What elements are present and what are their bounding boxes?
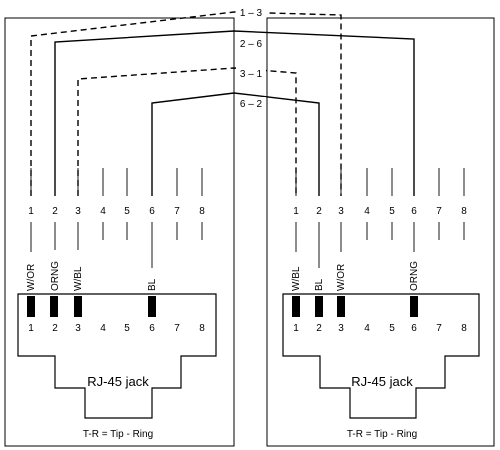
left-contact-6 [148, 296, 156, 317]
right-jack-pin: 5 [389, 323, 395, 334]
right-contact-3 [337, 296, 345, 317]
pair-label-6-2: 6 – 2 [240, 99, 263, 110]
right-connector: 1 2 3 4 5 6 7 8 W/BL BL W/OR ORNG 1 2 3 … [282, 168, 480, 440]
left-wire-label-w-or: W/OR [26, 264, 37, 291]
right-wire-label-w-bl: W/BL [291, 266, 302, 291]
right-pin-number: 7 [436, 206, 442, 217]
right-jack-pin: 8 [461, 323, 467, 334]
left-pin-number: 3 [75, 206, 81, 217]
right-wire-label-orng: ORNG [409, 261, 420, 291]
left-pin-number: 1 [28, 206, 34, 217]
pair-label-bg [236, 37, 266, 50]
right-lower-leads [295, 222, 465, 268]
right-jack-title: RJ-45 jack [351, 374, 413, 389]
right-pin-number: 5 [389, 206, 395, 217]
left-jack-title: RJ-45 jack [87, 374, 149, 389]
wire-2-6 [54, 30, 415, 196]
left-pin-number: 6 [149, 206, 155, 217]
right-contact-6 [410, 296, 418, 317]
left-wire-label-bl: BL [147, 278, 158, 291]
right-jack-pin: 7 [436, 323, 442, 334]
right-contact-2 [315, 296, 323, 317]
wire-1-3 [30, 11, 342, 196]
pair-label-3-1: 3 – 1 [240, 69, 263, 80]
right-wire-label-w-or: W/OR [336, 264, 347, 291]
right-pin-number: 3 [338, 206, 344, 217]
left-jack-outline [17, 293, 217, 419]
left-contact-2 [50, 296, 58, 317]
wire-6-2 [151, 92, 320, 196]
left-jack-pin: 4 [100, 323, 106, 334]
right-jack-pin: 1 [293, 323, 299, 334]
left-lower-leads [30, 222, 203, 268]
right-upper-leads [295, 168, 465, 196]
pair-label-bg [236, 67, 266, 80]
crossover-wires [30, 11, 415, 196]
left-wire-label-w-bl: W/BL [73, 266, 84, 291]
left-pin-number: 8 [199, 206, 205, 217]
right-jack-pin: 3 [338, 323, 344, 334]
left-panel-frame [4, 17, 235, 447]
left-footnote: T-R = Tip - Ring [83, 429, 153, 440]
left-pin-number: 5 [124, 206, 130, 217]
left-pin-number: 2 [52, 206, 58, 217]
left-jack-pin: 2 [52, 323, 58, 334]
left-pin-number: 7 [174, 206, 180, 217]
left-jack-pin: 8 [199, 323, 205, 334]
right-jack-pin: 2 [316, 323, 322, 334]
left-wire-label-orng: ORNG [50, 261, 61, 291]
left-jack-pin: 6 [149, 323, 155, 334]
right-footnote: T-R = Tip - Ring [347, 429, 417, 440]
right-wire-label-bl: BL [314, 278, 325, 291]
pair-label-2-6: 2 – 6 [240, 39, 263, 50]
pair-label-bg [236, 97, 266, 110]
left-contact-1 [27, 296, 35, 317]
left-pin-number: 4 [100, 206, 106, 217]
left-jack-pin: 7 [174, 323, 180, 334]
right-pin-number: 6 [411, 206, 417, 217]
wire-3-1 [77, 67, 297, 196]
right-jack-pin: 6 [411, 323, 417, 334]
right-pin-number: 1 [293, 206, 299, 217]
right-pin-number: 8 [461, 206, 467, 217]
right-contact-1 [292, 296, 300, 317]
left-jack-pin: 3 [75, 323, 81, 334]
left-connector: 1 2 3 4 5 6 7 8 W/OR ORNG W/BL BL 1 2 3 … [17, 168, 217, 440]
left-contact-3 [74, 296, 82, 317]
right-jack-pin: 4 [364, 323, 370, 334]
left-jack-pin: 5 [124, 323, 130, 334]
right-panel-frame [266, 17, 495, 447]
pair-label-bg [236, 6, 266, 19]
pair-label-1-3: 1 – 3 [240, 8, 263, 19]
left-upper-leads [30, 168, 203, 196]
right-jack-outline [282, 293, 480, 419]
right-pin-number: 4 [364, 206, 370, 217]
left-jack-pin: 1 [28, 323, 34, 334]
right-pin-number: 2 [316, 206, 322, 217]
